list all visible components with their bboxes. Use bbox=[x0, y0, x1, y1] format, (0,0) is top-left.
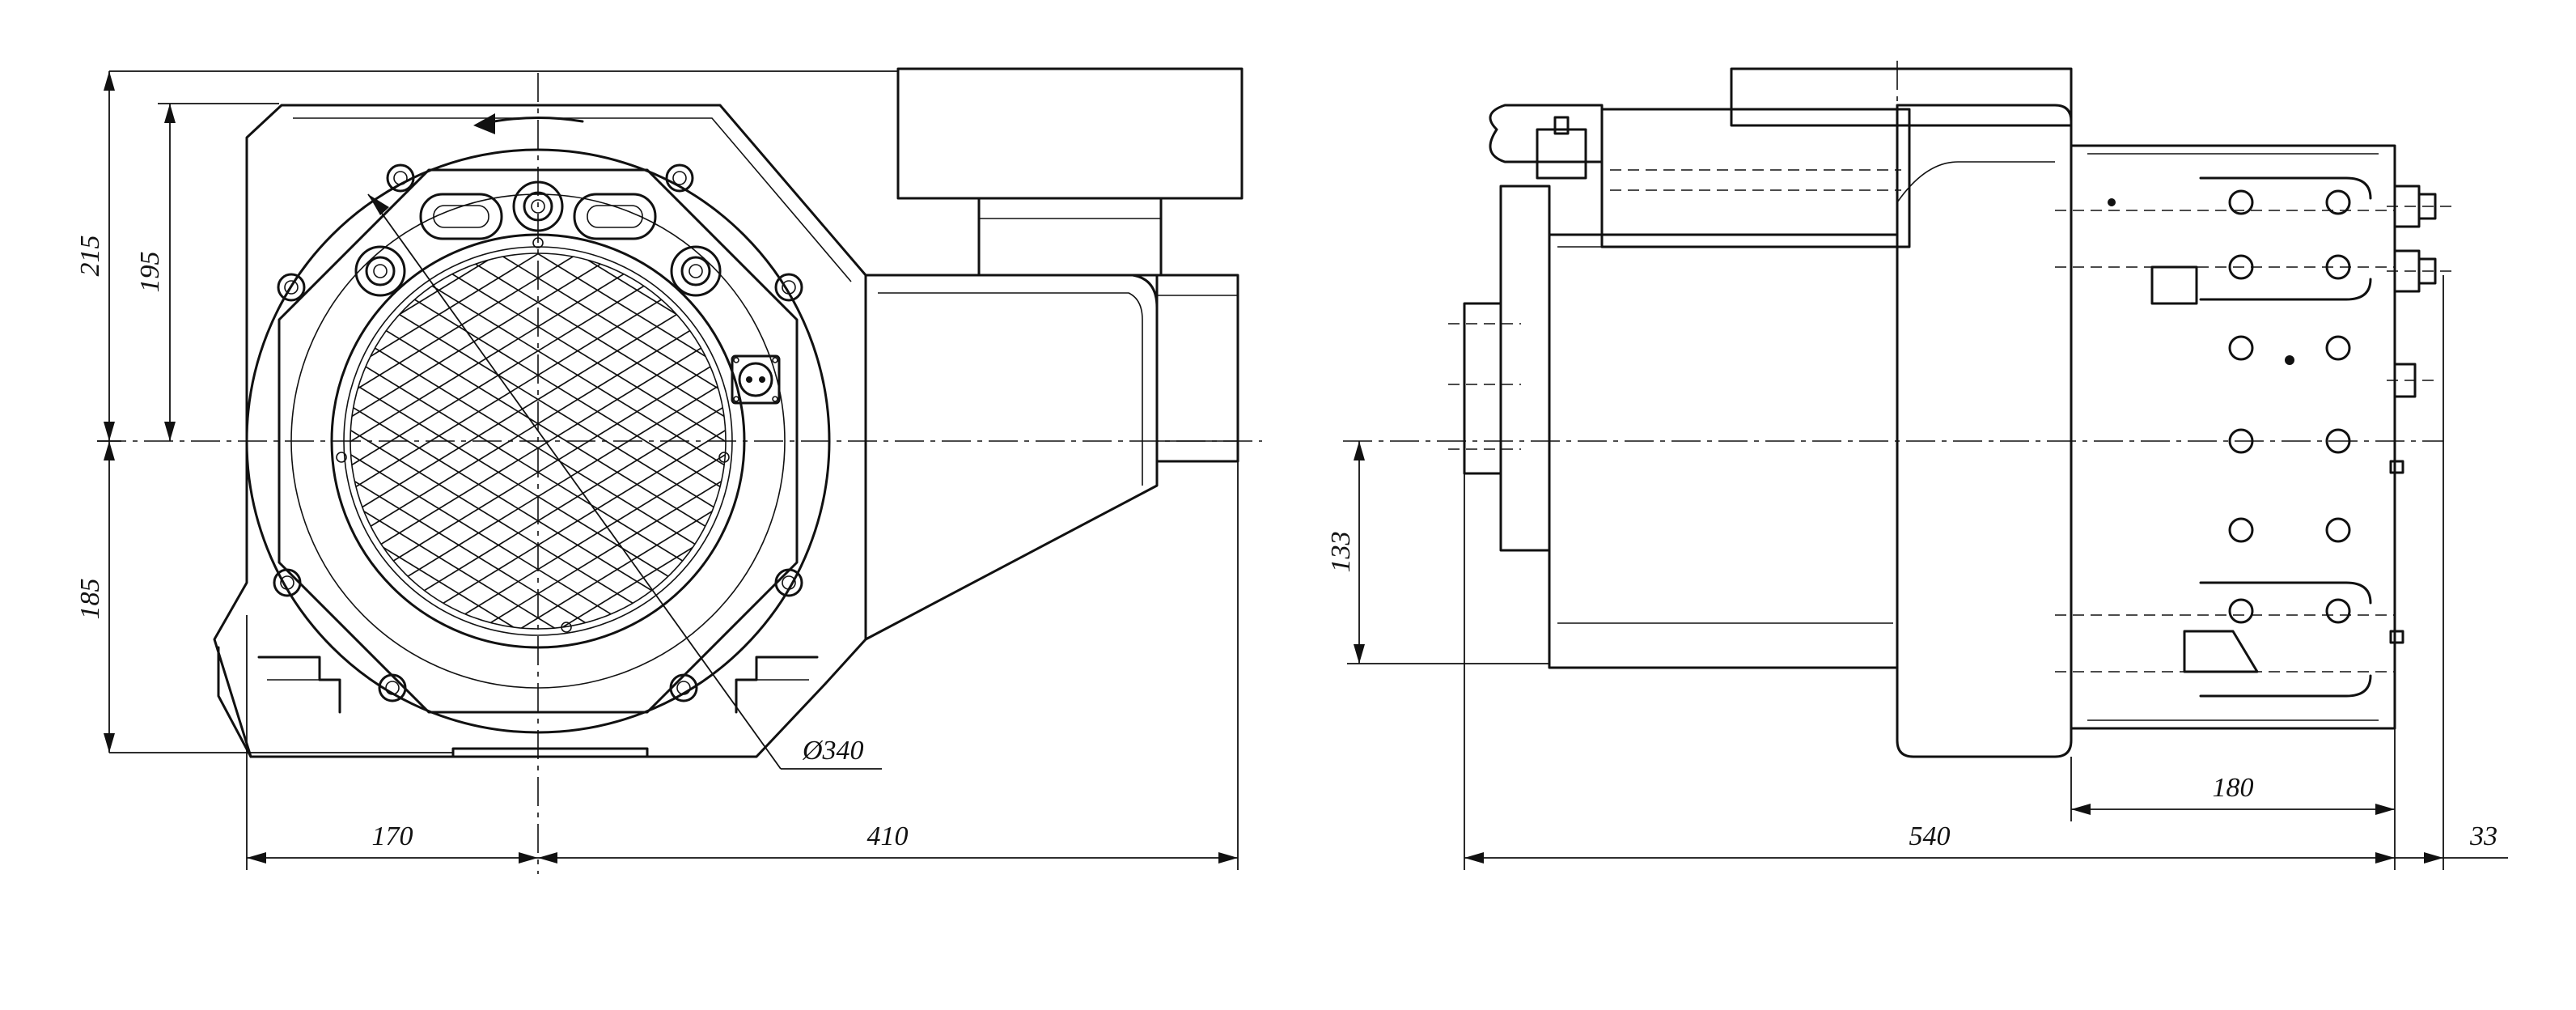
air-duct bbox=[864, 274, 1159, 641]
small-bolt-6 bbox=[774, 568, 803, 597]
diameter-leader-line bbox=[367, 193, 782, 770]
outer-flange bbox=[245, 148, 831, 734]
motor-box bbox=[896, 67, 1244, 200]
burner-head-inner bbox=[2087, 153, 2379, 721]
grille-screw-left bbox=[336, 452, 347, 463]
duct-flange bbox=[1155, 274, 1239, 463]
head-hole-6 bbox=[2325, 335, 2351, 361]
dim-height-bottom-label: 185 bbox=[75, 579, 105, 620]
connector-socket bbox=[731, 354, 781, 405]
electrode-hook-1 bbox=[2199, 176, 2372, 200]
grille-screw-top bbox=[532, 237, 544, 248]
bolt-upper-left bbox=[354, 245, 406, 297]
slot-port-left bbox=[419, 193, 503, 240]
head-hole-10 bbox=[2325, 517, 2351, 543]
terminal-posts bbox=[2387, 185, 2451, 644]
slot-port-right bbox=[573, 193, 657, 240]
head-hole-1 bbox=[2228, 189, 2254, 215]
side-mount-flange bbox=[1499, 185, 1551, 552]
bolt-top bbox=[512, 180, 564, 232]
duct-flange-lines bbox=[1157, 295, 1238, 442]
side-motor-body bbox=[1600, 108, 1911, 248]
dim-height-side-label: 133 bbox=[1326, 532, 1356, 573]
grille-screw-right bbox=[718, 452, 730, 463]
electrode-hook-3 bbox=[2199, 581, 2372, 605]
side-air-inlet bbox=[1463, 302, 1502, 475]
head-hole-9 bbox=[2228, 517, 2254, 543]
dim-height-inner-label: 195 bbox=[135, 252, 165, 293]
electrode-hook-4 bbox=[2199, 674, 2372, 698]
grille-screw-bottom bbox=[561, 622, 572, 633]
small-bolt-3 bbox=[277, 273, 306, 302]
motor-neck bbox=[977, 197, 1163, 277]
electrode-hook-2 bbox=[2199, 278, 2372, 301]
dim-terminal-offset-label: 33 bbox=[2469, 821, 2498, 851]
rotation-arrow bbox=[484, 116, 584, 125]
side-cable-gland bbox=[1489, 104, 1604, 163]
dim-diameter-label: Ø340 bbox=[802, 736, 864, 766]
small-bolt-5 bbox=[273, 568, 302, 597]
head-hole-8 bbox=[2325, 428, 2351, 454]
head-dot bbox=[2285, 355, 2294, 365]
housing-inner-edge bbox=[293, 117, 852, 282]
burner-housing-outline bbox=[213, 104, 867, 758]
side-motor-top bbox=[1730, 67, 2073, 127]
side-burner-head bbox=[2070, 144, 2396, 730]
dim-head-length-label: 180 bbox=[2213, 773, 2254, 803]
bolt-upper-right bbox=[670, 245, 722, 297]
slot-port-right-inner bbox=[587, 205, 643, 228]
housing-base-left bbox=[217, 646, 252, 758]
slot-port-left-inner bbox=[433, 205, 489, 228]
air-duct-inner bbox=[878, 292, 1143, 486]
head-hole-2 bbox=[2325, 189, 2351, 215]
head-dot-2 bbox=[2108, 198, 2116, 206]
dim-length-total-label: 540 bbox=[1909, 821, 1951, 851]
front-view: Ø340 215 185 195 170 410 bbox=[75, 67, 1262, 874]
grille-inner-ring bbox=[343, 246, 733, 636]
small-bolt-1 bbox=[386, 163, 415, 193]
mounting-foot-left bbox=[257, 656, 341, 714]
dim-width-right-label: 410 bbox=[867, 821, 909, 851]
head-hole-3 bbox=[2228, 254, 2254, 280]
small-bolt-8 bbox=[669, 673, 698, 702]
grille-edge bbox=[350, 252, 727, 630]
inner-flange bbox=[290, 193, 786, 689]
dim-width-left-label: 170 bbox=[372, 821, 413, 851]
head-hole-5 bbox=[2228, 335, 2254, 361]
head-bracket-lower bbox=[2183, 630, 2259, 673]
dim-height-top-label: 215 bbox=[75, 236, 105, 277]
small-bolt-4 bbox=[774, 273, 803, 302]
flange-curve bbox=[1896, 161, 2055, 203]
grille-ring bbox=[330, 233, 746, 649]
small-bolt-7 bbox=[378, 673, 407, 702]
head-hole-12 bbox=[2325, 598, 2351, 624]
small-bolt-2 bbox=[665, 163, 694, 193]
head-hole-7 bbox=[2228, 428, 2254, 454]
side-view: 133 540 180 33 bbox=[1326, 61, 2508, 870]
rotation-arrow-head bbox=[473, 113, 495, 134]
head-hole-4 bbox=[2325, 254, 2351, 280]
head-hole-11 bbox=[2228, 598, 2254, 624]
head-bracket-upper bbox=[2150, 265, 2198, 305]
side-gland-pin bbox=[1553, 116, 1570, 135]
side-blast-flange bbox=[1896, 104, 2073, 758]
side-housing-body bbox=[1548, 233, 1899, 669]
diameter-arrow-head bbox=[368, 194, 389, 215]
side-gland-block bbox=[1536, 128, 1587, 180]
